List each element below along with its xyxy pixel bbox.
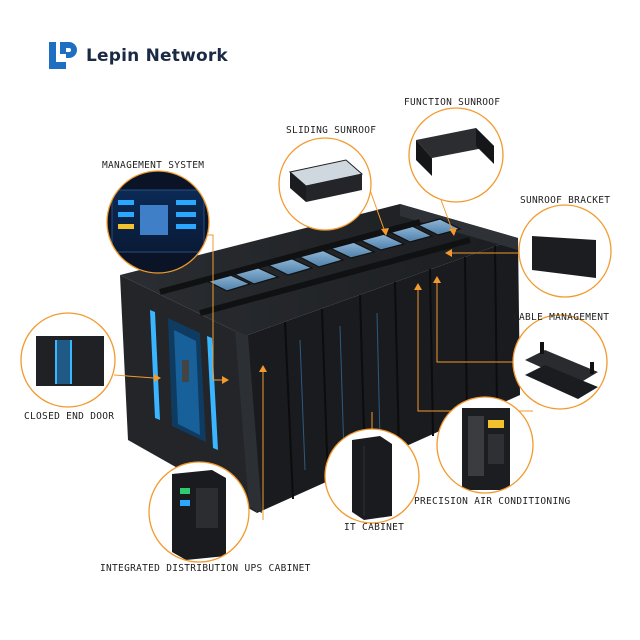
cabinet-divisions [284, 245, 498, 500]
label-function-sunroof: FUNCTION SUNROOF [404, 97, 501, 108]
callout-function-sunroof [408, 107, 504, 203]
callout-precision-air-conditioning [436, 396, 534, 494]
callout-management-system [106, 170, 210, 274]
brand-name: Lepin Network [86, 46, 228, 66]
label-closed-end-door: CLOSED END DOOR [24, 411, 115, 422]
brand-logo: Lepin Network [46, 40, 228, 72]
lepin-logo-icon [49, 42, 77, 69]
label-precision-air-conditioning: PRECISION AIR CONDITIONING [414, 496, 571, 507]
callout-cable-management [512, 314, 608, 410]
label-sunroof-bracket: SUNROOF BRACKET [520, 195, 611, 206]
callout-sunroof-bracket [518, 204, 612, 298]
label-sliding-sunroof: SLIDING SUNROOF [286, 125, 377, 136]
label-integrated-ups-cabinet: INTEGRATED DISTRIBUTION UPS CABINET [100, 563, 311, 574]
label-it-cabinet: IT CABINET [344, 522, 405, 533]
callout-ups-cabinet [148, 461, 250, 563]
label-cable-management: CABLE MANAGEMENT [513, 312, 610, 323]
callout-closed-end-door [20, 312, 116, 408]
callout-lines [113, 189, 533, 520]
callout-arrowheads [154, 228, 457, 384]
label-management-system: MANAGEMENT SYSTEM [102, 160, 205, 171]
callout-it-cabinet [324, 428, 420, 524]
micro-module-assembly [120, 204, 520, 513]
callout-sliding-sunroof [278, 137, 372, 231]
